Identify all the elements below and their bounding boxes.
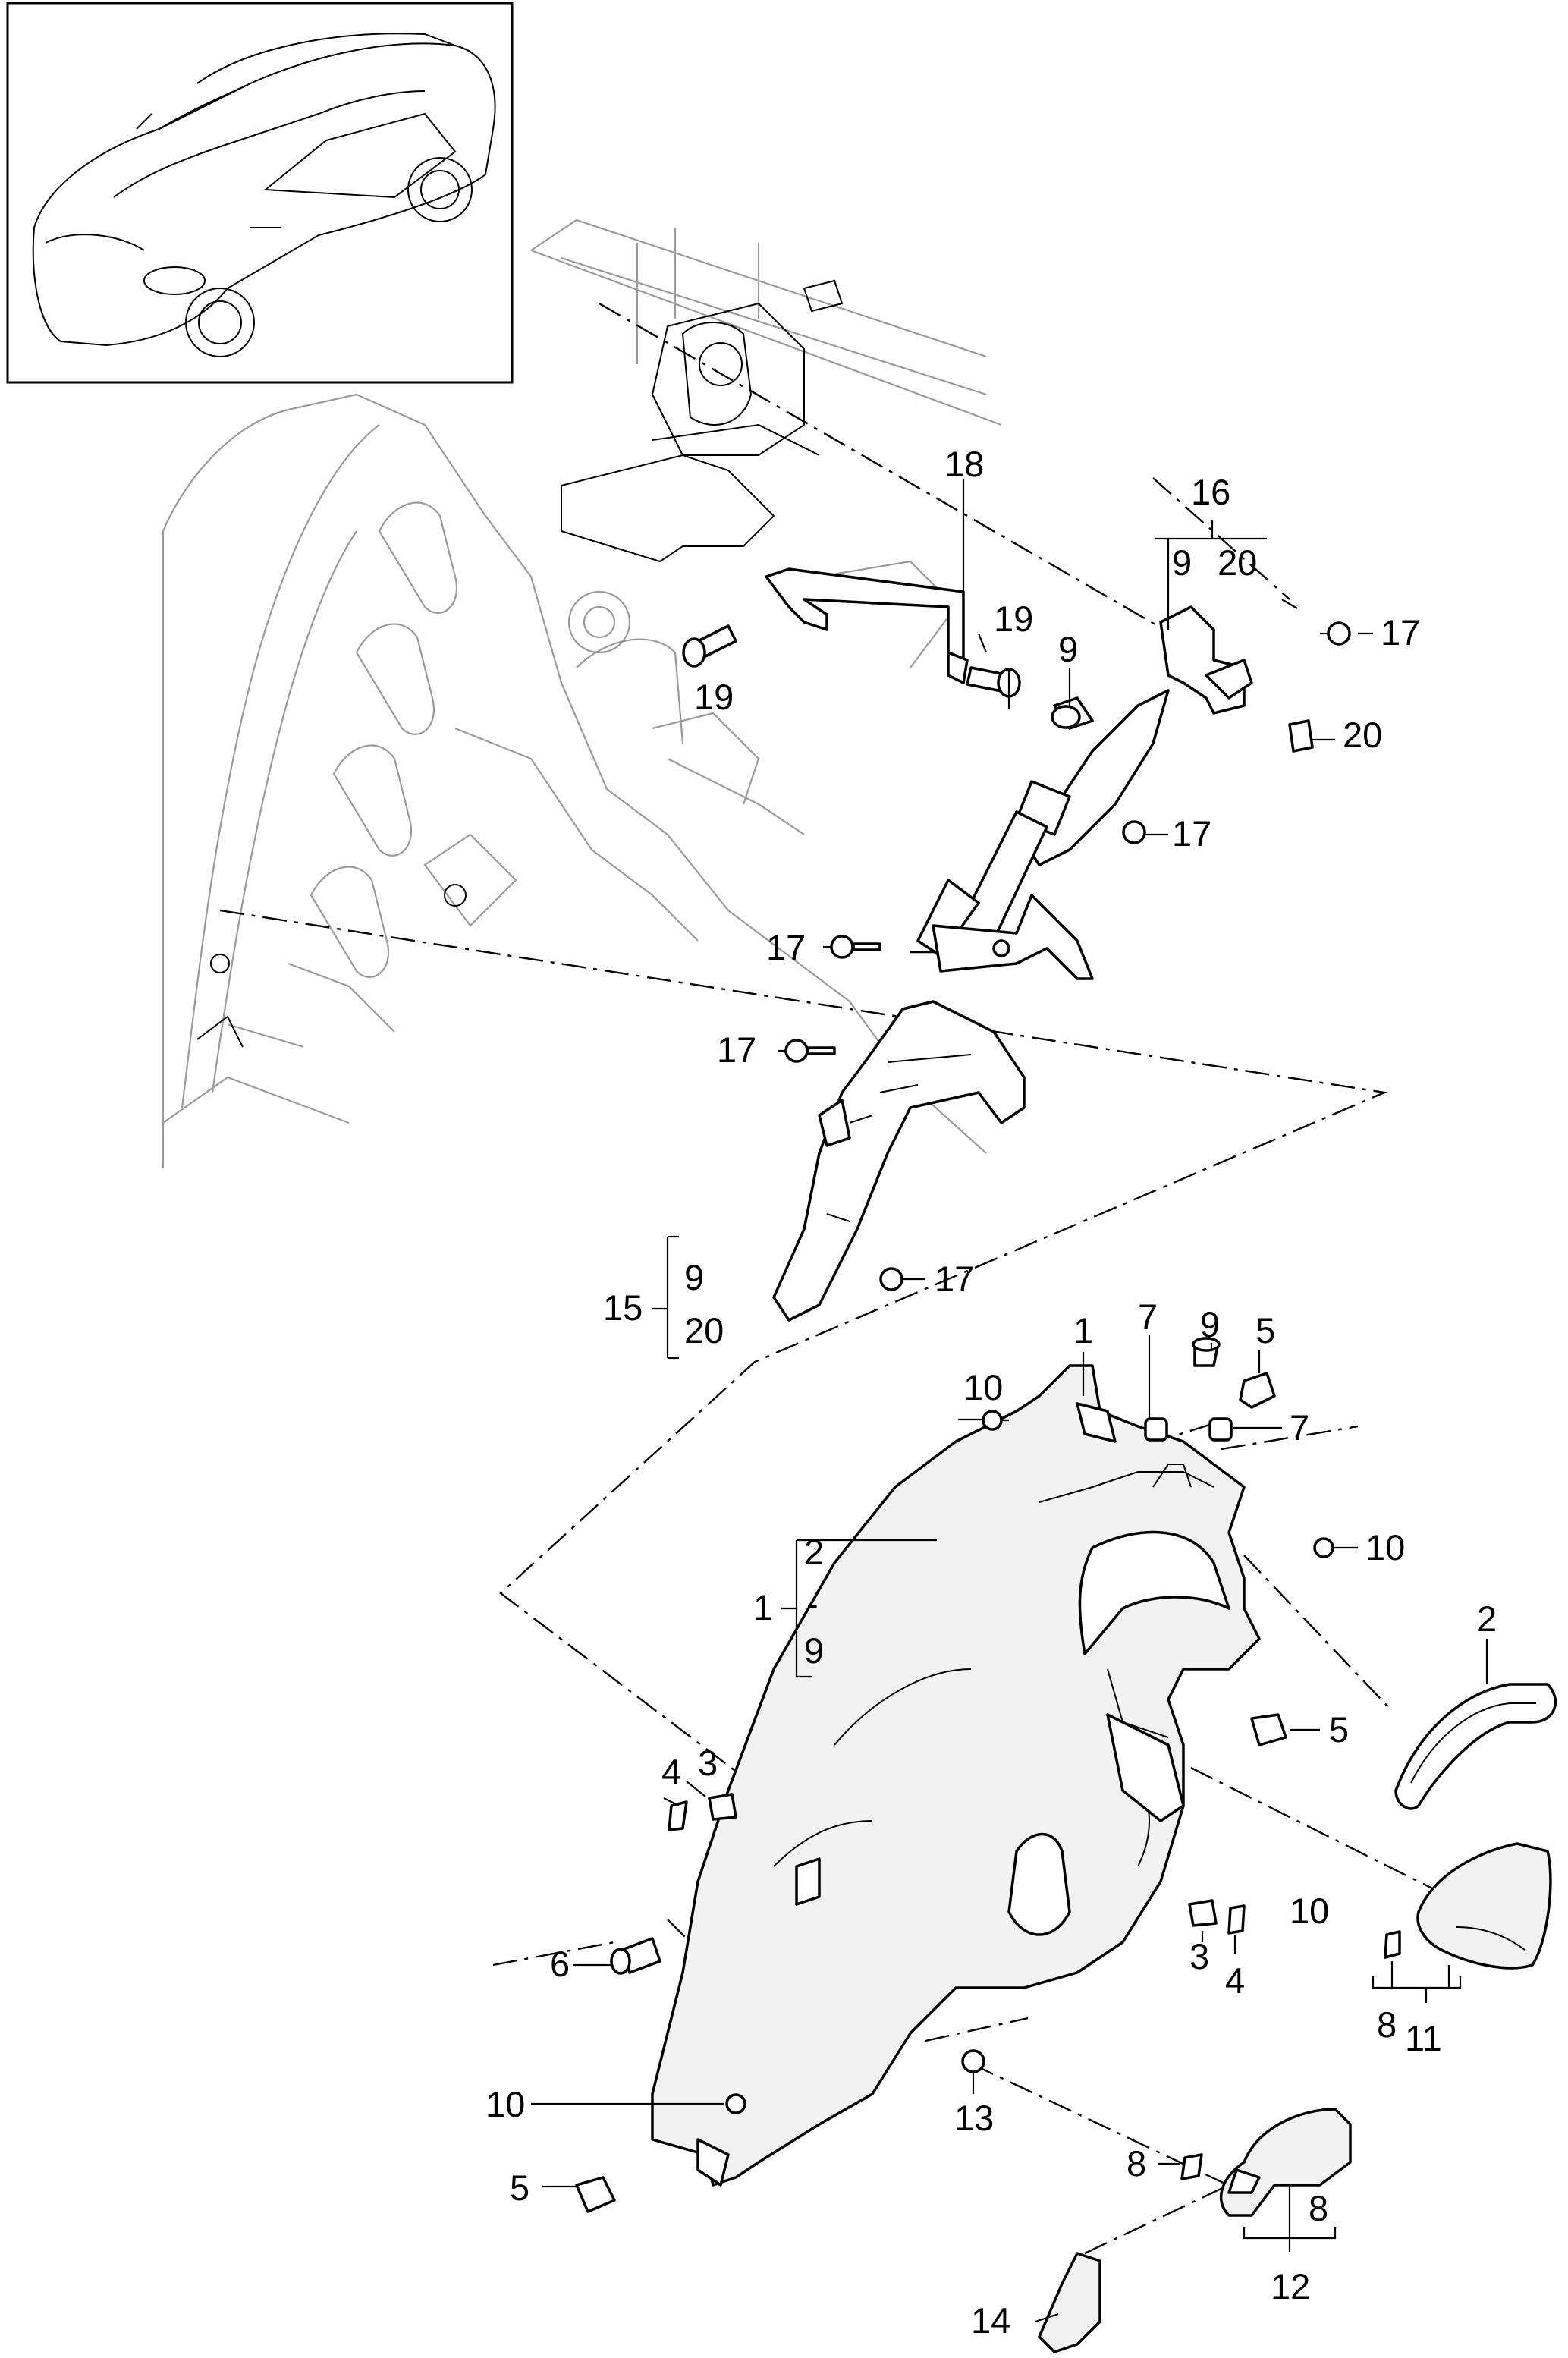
screw-10b <box>1313 1537 1334 1558</box>
clip-5b <box>1250 1713 1287 1746</box>
leader-lines <box>531 479 1488 2323</box>
callout-17d: 17 <box>717 1030 756 1070</box>
clip-5c <box>575 2176 616 2213</box>
callout-13: 13 <box>954 2098 994 2138</box>
callout-16-sub-20: 20 <box>1218 542 1257 583</box>
callout-labels: 18 16 9 20 17 19 9 19 20 17 17 17 17 15 … <box>485 444 1497 2341</box>
part-16-bracket <box>1159 605 1253 715</box>
callout-3a: 3 <box>698 1743 718 1783</box>
screw-17b <box>1122 820 1146 844</box>
screw-13 <box>961 2049 985 2073</box>
plug-9a <box>1051 696 1094 730</box>
callout-16: 16 <box>1191 472 1230 512</box>
callout-17a: 17 <box>1381 612 1420 652</box>
callout-15-sub-9: 9 <box>684 1257 704 1297</box>
callout-17c: 17 <box>766 927 806 967</box>
callout-3b: 3 <box>1189 1936 1209 1976</box>
callout-10a: 10 <box>963 1367 1003 1407</box>
part-11-cover <box>1416 1842 1552 1970</box>
callout-8c: 8 <box>1309 2188 1328 2228</box>
wheel-arch-liner <box>651 1364 1261 2187</box>
group-1-sub-2: 2 <box>804 1532 824 1572</box>
callout-1: 1 <box>1073 1310 1093 1350</box>
bolt-19a <box>682 624 737 668</box>
callout-4b: 4 <box>1225 1960 1245 2001</box>
group-1-sub-9: 9 <box>804 1630 824 1671</box>
part-14-cover <box>1038 2252 1101 2353</box>
screw-10a <box>982 1410 1003 1431</box>
callout-4a: 4 <box>661 1752 681 1792</box>
vehicle-thumbnail <box>6 2 514 384</box>
callout-6: 6 <box>550 1944 570 1984</box>
callout-7b: 7 <box>1290 1407 1309 1448</box>
fasteners <box>575 621 1401 2213</box>
screw-17a <box>1320 621 1351 646</box>
callout-15: 15 <box>603 1287 643 1328</box>
callout-17e: 17 <box>935 1259 974 1299</box>
callout-19a: 19 <box>994 599 1033 639</box>
column-tube <box>916 689 1170 980</box>
grommet-7b <box>1208 1417 1233 1442</box>
callout-17b: 17 <box>1172 813 1211 854</box>
clip-5a <box>1239 1372 1276 1409</box>
plug-6 <box>610 1937 661 1975</box>
clip-20 <box>1288 719 1314 753</box>
callout-18: 18 <box>944 444 984 484</box>
callout-16-sub-9: 9 <box>1172 542 1192 583</box>
callout-8b: 8 <box>1127 2143 1146 2184</box>
screw-10c <box>725 2093 746 2114</box>
part-2-seal <box>1394 1683 1557 1810</box>
callout-7a: 7 <box>1138 1297 1158 1337</box>
screw-17e <box>879 1267 903 1291</box>
callout-19b: 19 <box>694 677 734 717</box>
callout-10d: 10 <box>485 2084 525 2124</box>
callout-15-sub-20: 20 <box>684 1310 724 1350</box>
callout-20: 20 <box>1343 715 1382 755</box>
callout-5a: 5 <box>1255 1310 1275 1350</box>
part-15-bracket <box>772 1000 1026 1322</box>
group-1-sub-dash: - <box>806 1583 819 1624</box>
pad-8b <box>1180 2153 1203 2180</box>
screw-17c <box>830 935 881 959</box>
callout-10c: 10 <box>1290 1891 1329 1931</box>
callout-9b: 9 <box>1200 1304 1220 1344</box>
group-1: 1 <box>753 1587 773 1627</box>
callout-2: 2 <box>1477 1599 1497 1639</box>
callout-5b: 5 <box>1329 1709 1349 1750</box>
clip-3b <box>1188 1899 1218 1927</box>
clip-3a <box>708 1793 737 1821</box>
callout-9a: 9 <box>1058 629 1078 669</box>
callout-5c: 5 <box>510 2168 529 2208</box>
body-structure-background <box>162 219 1002 1168</box>
callout-12: 12 <box>1271 2266 1310 2306</box>
part-18-bracket <box>765 567 969 684</box>
grommet-7a <box>1144 1417 1168 1442</box>
callout-8a: 8 <box>1377 2004 1397 2045</box>
callout-11: 11 <box>1405 2018 1442 2058</box>
part-12-cover <box>1220 2108 1352 2217</box>
pad-8a <box>1384 1930 1401 1959</box>
pad-4a <box>668 1800 688 1831</box>
callout-10b: 10 <box>1365 1527 1405 1567</box>
callout-14: 14 <box>971 2300 1010 2341</box>
pad-4b <box>1227 1904 1246 1935</box>
bolt-19b <box>966 666 1021 698</box>
screw-17d <box>784 1039 836 1063</box>
